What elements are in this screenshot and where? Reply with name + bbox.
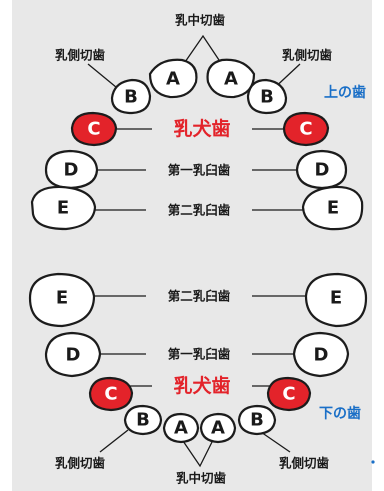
upper-tooth-e-right-letter: E <box>327 198 339 219</box>
upper-tooth-a-right-letter: A <box>224 69 238 90</box>
upper-tooth-c-left <box>70 111 118 147</box>
upper-tooth-a-left <box>148 58 198 99</box>
upper-tooth-d-right <box>295 149 348 190</box>
lower-tooth-e-left <box>28 272 96 328</box>
lower-tooth-b-left <box>123 404 163 436</box>
lower-tooth-d-right-letter: D <box>314 345 329 366</box>
upper-tooth-d-left-letter: D <box>64 160 79 181</box>
lower-tooth-d-left <box>44 331 102 378</box>
upper-jaw: A A B B C C D D E E 乳中切歯 乳側切歯 乳側切歯 乳犬歯 第… <box>30 13 366 231</box>
upper-tooth-e-right <box>301 185 364 231</box>
lower-tooth-e-right <box>304 272 368 328</box>
lower-central-leader <box>180 437 215 468</box>
upper-tooth-d-right-letter: D <box>315 160 330 181</box>
lower-tooth-b-right-letter: B <box>250 410 264 431</box>
upper-title: 上の歯 <box>324 84 366 101</box>
lower-tooth-a-left-letter: A <box>174 418 188 439</box>
lower-tooth-a-right <box>199 412 237 444</box>
lower-jaw: E E D D C C B B A A 第二乳臼歯 第一乳臼歯 乳犬歯 下の歯 … <box>28 272 375 486</box>
upper-tooth-c-left-letter: C <box>87 119 100 140</box>
upper-tooth-b-right <box>246 78 288 115</box>
upper-lateral-incisor-label-left: 乳側切歯 <box>55 48 106 63</box>
lower-canine-label: 乳犬歯 <box>173 374 230 397</box>
lower-first-molar-label: 第一乳臼歯 <box>168 347 231 362</box>
upper-first-molar-label: 第一乳臼歯 <box>168 163 231 178</box>
lower-central-incisor-label: 乳中切歯 <box>176 471 227 486</box>
upper-tooth-a-right <box>206 58 256 99</box>
lower-title: 下の歯 <box>319 405 361 422</box>
upper-tooth-e-left-letter: E <box>57 198 69 219</box>
blue-dot <box>371 460 375 464</box>
upper-second-molar-label: 第二乳臼歯 <box>168 203 231 218</box>
upper-tooth-b-left <box>110 78 152 115</box>
upper-central-incisor-label: 乳中切歯 <box>175 13 226 28</box>
lower-tooth-a-left <box>162 412 200 444</box>
lower-tooth-a-right-letter: A <box>211 418 225 439</box>
lower-tooth-e-right-letter: E <box>330 288 342 309</box>
lower-tooth-e-left-letter: E <box>56 288 68 309</box>
upper-tooth-a-left-letter: A <box>166 69 180 90</box>
upper-canine-label: 乳犬歯 <box>173 117 230 140</box>
lower-lateral-leader-left <box>99 429 129 453</box>
upper-tooth-c-right-letter: C <box>299 119 312 140</box>
upper-lateral-incisor-label-right: 乳側切歯 <box>282 48 333 63</box>
lower-tooth-b-left-letter: B <box>136 410 150 431</box>
lower-tooth-b-right <box>237 404 277 436</box>
lower-tooth-c-right <box>266 376 312 412</box>
lower-tooth-c-right-letter: C <box>282 384 295 405</box>
lower-second-molar-label: 第二乳臼歯 <box>168 289 231 304</box>
lower-tooth-d-right <box>292 331 350 378</box>
lower-lateral-incisor-label-left: 乳側切歯 <box>55 456 106 471</box>
lower-lateral-incisor-label-right: 乳側切歯 <box>279 456 330 471</box>
lower-tooth-d-left-letter: D <box>66 345 81 366</box>
upper-tooth-e-left <box>30 185 97 231</box>
upper-tooth-c-right <box>282 111 330 147</box>
upper-tooth-b-left-letter: B <box>124 87 138 108</box>
lower-tooth-c-left-letter: C <box>104 384 117 405</box>
lower-tooth-c-left <box>88 376 134 412</box>
upper-tooth-b-right-letter: B <box>260 87 274 108</box>
